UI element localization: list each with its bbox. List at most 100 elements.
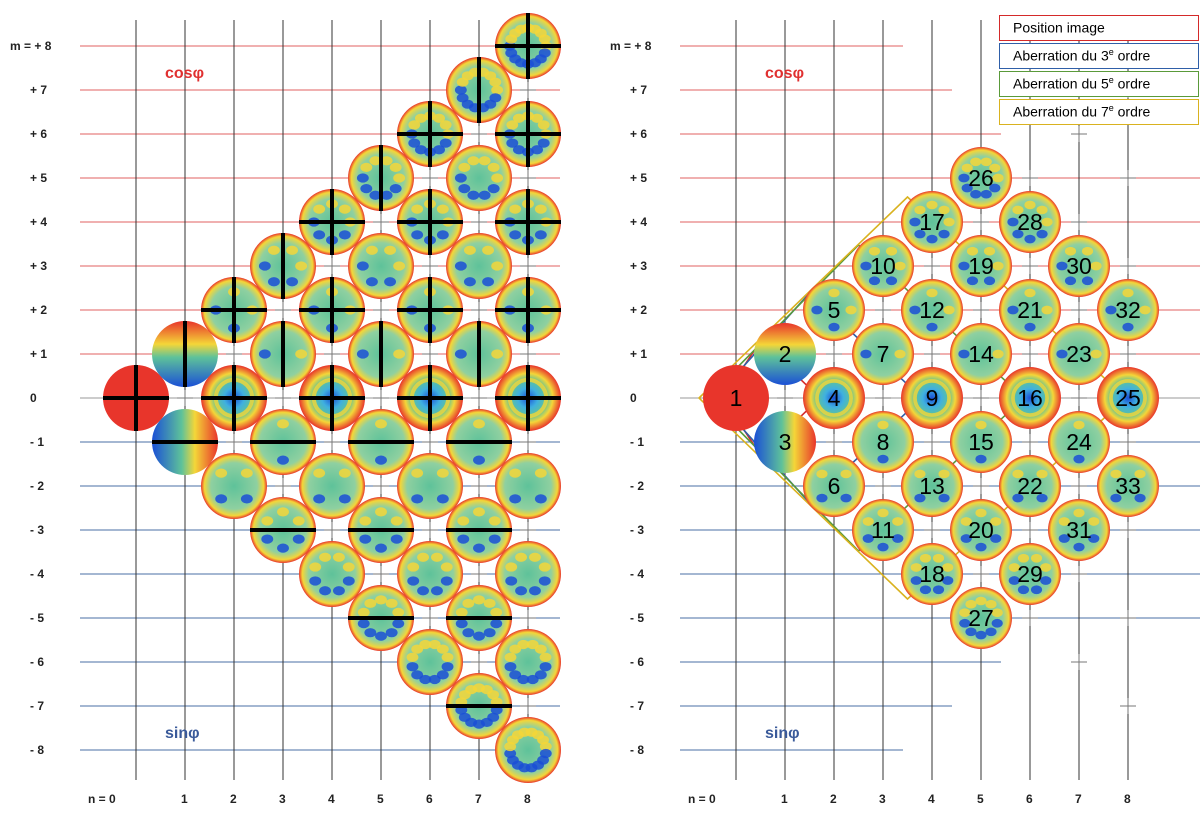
zernike-mode-disc [201,277,267,343]
n-axis-label: 4 [928,792,935,806]
m-axis-label: - 7 [30,699,44,713]
m-axis-label: 0 [630,391,637,405]
m-axis-label: + 1 [630,347,647,361]
zernike-term-29: 29 [999,543,1061,605]
n-axis-label: 3 [879,792,886,806]
term-number: 5 [828,297,841,323]
term-number: 23 [1066,341,1092,367]
term-number: 4 [828,385,841,411]
zernike-term-2: 2 [754,323,816,385]
n-axis-label: 7 [1075,792,1082,806]
m-axis-label: + 3 [630,259,647,273]
zernike-term-20: 20 [950,499,1012,561]
term-number: 27 [968,605,994,631]
zernike-mode-disc [495,277,561,343]
term-number: 18 [919,561,945,587]
zernike-term-10: 10 [852,235,914,297]
zernike-mode-disc [397,277,463,343]
zernike-mode-disc [397,365,463,431]
zernike-term-16: 16 [999,367,1061,429]
legend-item-position-image: Position image [999,15,1199,41]
zernike-term-5: 5 [803,279,865,341]
m-axis-label: + 6 [630,127,647,141]
zernike-pyramid-right: m = + 8+ 7+ 6+ 5+ 4+ 3+ 2+ 10- 1- 2- 3- … [610,20,1200,806]
m-axis-label: + 1 [30,347,47,361]
sin-label: sinφ [765,725,800,742]
term-number: 8 [877,429,890,455]
zernike-term-27: 27 [950,587,1012,649]
term-number: 13 [919,473,945,499]
m-axis-label: + 5 [30,171,47,185]
legend-item-7th-order: Aberration du 7e ordre [999,99,1199,125]
zernike-mode-disc [495,189,561,255]
zernike-term-22: 22 [999,455,1061,517]
m-axis-label: - 7 [630,699,644,713]
n-axis-label: 2 [230,792,237,806]
zernike-mode-disc [495,365,561,431]
zernike-term-23: 23 [1048,323,1110,385]
zernike-mode-disc [201,365,267,431]
term-number: 30 [1066,253,1092,279]
zernike-term-4: 4 [803,367,865,429]
zernike-mode-disc [299,189,365,255]
term-number: 21 [1017,297,1043,323]
zernike-term-17: 17 [901,191,963,253]
term-number: 15 [968,429,994,455]
term-number: 9 [926,385,939,411]
m-axis-label: - 1 [630,435,644,449]
zernike-term-33: 33 [1097,455,1159,517]
zernike-mode-disc [397,101,463,167]
n-axis-label: 2 [830,792,837,806]
term-number: 20 [968,517,994,543]
m-axis-label: + 4 [630,215,647,229]
m-axis-label: - 1 [30,435,44,449]
zernike-mode-disc [250,409,316,475]
term-number: 33 [1115,473,1141,499]
m-axis-label: - 4 [30,567,44,581]
zernike-mode-disc [495,13,561,79]
zernike-mode-disc [446,409,512,475]
zernike-mode-disc [446,673,512,739]
m-axis-label: + 3 [30,259,47,273]
cos-label: cosφ [765,65,804,82]
n-axis-label: n = 0 [688,792,716,806]
axis-labels: m = + 8+ 7+ 6+ 5+ 4+ 3+ 2+ 10- 1- 2- 3- … [10,39,531,806]
legend-item-3rd-order: Aberration du 3e ordre [999,43,1199,69]
legend: Position image Aberration du 3e ordre Ab… [999,15,1199,125]
m-axis-label: - 6 [30,655,44,669]
n-axis-label: 6 [426,792,433,806]
zernike-mode-disc [299,453,365,519]
zernike-mode-disc [348,321,414,387]
m-axis-label: - 2 [630,479,644,493]
term-number: 31 [1066,517,1092,543]
zernike-mode-disc [495,717,561,783]
legend-label: Aberration du 3 [1013,47,1109,64]
term-number: 25 [1115,385,1141,411]
zernike-term-3: 3 [754,411,816,473]
zernike-mode-disc [299,541,365,607]
m-axis-label: - 4 [630,567,644,581]
zernike-term-13: 13 [901,455,963,517]
term-number: 6 [828,473,841,499]
m-axis-label: + 2 [630,303,647,317]
zernike-term-21: 21 [999,279,1061,341]
m-axis-label: - 3 [630,523,644,537]
zernike-mode-disc [348,585,414,651]
zernike-term-24: 24 [1048,411,1110,473]
n-axis-label: 7 [475,792,482,806]
zernike-mode-disc [446,233,512,299]
zernike-term-11: 11 [852,499,914,561]
term-number: 16 [1017,385,1043,411]
zernike-mode-disc [495,629,561,695]
term-number: 17 [919,209,945,235]
zernike-term-1: 1 [703,365,769,431]
term-number: 28 [1017,209,1043,235]
term-number: 10 [870,253,896,279]
term-number: 32 [1115,297,1141,323]
zernike-term-26: 26 [950,147,1012,209]
zernike-mode-disc [103,365,169,431]
m-axis-label: m = + 8 [10,39,52,53]
zernike-term-7: 7 [852,323,914,385]
n-axis-label: 8 [1124,792,1131,806]
